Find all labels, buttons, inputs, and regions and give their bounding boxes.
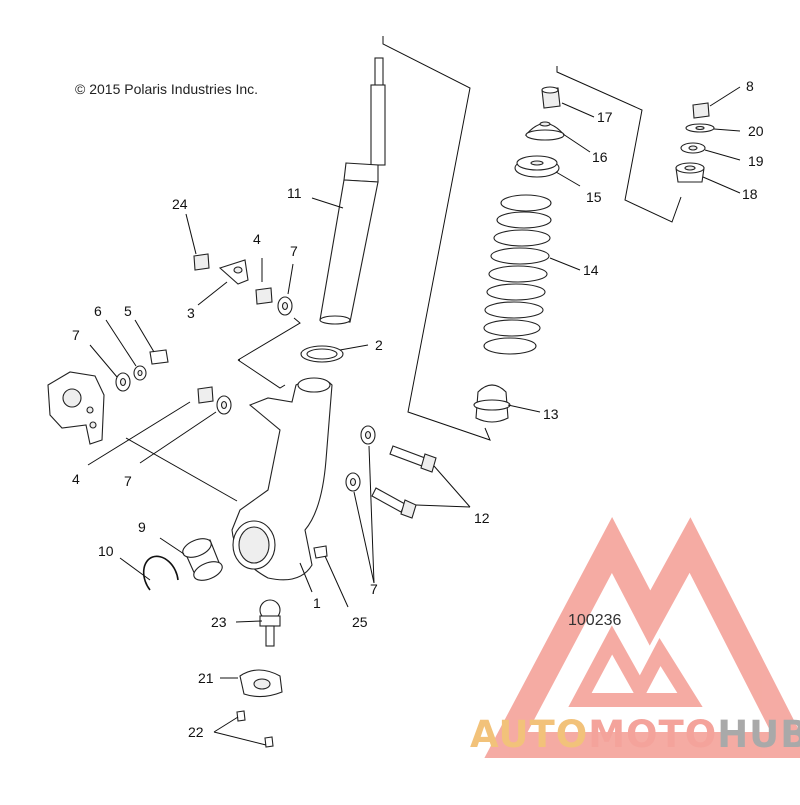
callout-16: 16	[592, 149, 608, 165]
callout-11: 11	[287, 185, 302, 201]
callout-8: 8	[746, 78, 754, 94]
callout-labels: 1 2 3 4 4 5 6 7 7 7 7 8 9 10 11 12 13 14…	[72, 78, 764, 740]
diagram-reference-number: 100236	[568, 612, 622, 629]
leader-lines	[87, 86, 741, 746]
upper-left-hardware	[193, 253, 293, 316]
callout-7-upper: 7	[290, 243, 298, 259]
callout-4-upper: 4	[253, 231, 261, 247]
seal-ring	[300, 345, 344, 363]
callout-17: 17	[597, 109, 613, 125]
callout-15: 15	[586, 189, 602, 205]
mount-hardware-stack	[675, 102, 715, 183]
middle-left-hardware	[197, 386, 232, 415]
watermark-logo-icon	[484, 517, 800, 758]
watermark-auto: AUTO	[470, 713, 589, 756]
callout-2: 2	[375, 337, 383, 353]
callout-22: 22	[188, 724, 204, 740]
grease-fitting	[313, 545, 328, 559]
callout-20: 20	[748, 123, 764, 139]
watermark-moto: MOTO	[588, 713, 718, 756]
caliper-hardware	[115, 349, 169, 392]
callout-25: 25	[352, 614, 368, 630]
callout-1: 1	[313, 595, 321, 611]
bump-stop	[473, 384, 511, 423]
retaining-plate	[239, 669, 283, 698]
callout-9: 9	[138, 519, 146, 535]
callout-13: 13	[543, 406, 559, 422]
screws	[236, 710, 274, 748]
callout-12: 12	[474, 510, 490, 526]
callout-7-left: 7	[72, 327, 80, 343]
watermark-text: AUTOMOTOHUB	[470, 713, 800, 756]
grouping-brackets	[237, 36, 682, 441]
callout-14: 14	[583, 262, 599, 278]
callout-10: 10	[98, 543, 114, 559]
upper-cup	[524, 121, 566, 141]
callout-7-bottom: 7	[370, 581, 378, 597]
ball-joint	[259, 599, 281, 647]
callout-7-mid: 7	[124, 473, 132, 489]
snap-ring	[142, 555, 179, 591]
top-nut	[541, 86, 561, 109]
brake-caliper	[47, 371, 105, 445]
wheel-bearing	[182, 538, 223, 581]
callout-3: 3	[187, 305, 195, 321]
callout-5: 5	[124, 303, 132, 319]
strut-shock	[319, 57, 386, 325]
callout-18: 18	[742, 186, 758, 202]
washers-right	[345, 425, 376, 492]
callout-21: 21	[198, 670, 214, 686]
callout-4-lower: 4	[72, 471, 80, 487]
callout-6: 6	[94, 303, 102, 319]
bolts	[371, 445, 437, 519]
callout-19: 19	[748, 153, 764, 169]
watermark-hub: HUB	[717, 713, 800, 756]
spring-seat	[514, 155, 560, 178]
callout-24: 24	[172, 196, 188, 212]
coil-spring	[483, 194, 552, 355]
copyright-notice: © 2015 Polaris Industries Inc.	[75, 81, 259, 97]
callout-23: 23	[211, 614, 227, 630]
steering-knuckle	[231, 377, 333, 581]
